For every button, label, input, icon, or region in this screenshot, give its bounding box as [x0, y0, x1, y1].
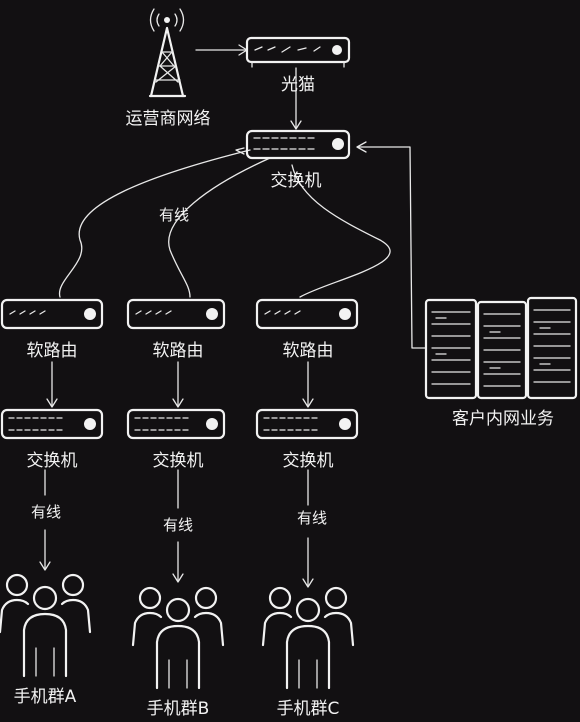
phones-a-label: 手机群A	[14, 687, 77, 707]
core-switch-label: 交换机	[271, 171, 322, 191]
cable-to-router-b	[168, 157, 271, 298]
router-a-icon	[0, 298, 104, 330]
switch-b-icon	[126, 408, 226, 440]
wired-c-label: 有线	[297, 509, 327, 527]
connectors	[39, 44, 427, 588]
carrier-label: 运营商网络	[126, 109, 211, 129]
router-b-label: 软路由	[153, 341, 204, 361]
server-rack-icon	[424, 296, 578, 400]
router-c-icon	[255, 298, 359, 330]
cable-to-router-c	[291, 164, 391, 298]
people-group-a-icon	[0, 573, 92, 678]
wired-b-label: 有线	[163, 516, 193, 534]
switch-c-label: 交换机	[283, 451, 334, 471]
cable-to-router-a	[58, 149, 251, 298]
intranet-label: 客户内网业务	[452, 409, 554, 429]
router-a-label: 软路由	[27, 341, 78, 361]
modem-icon	[245, 36, 351, 68]
people-group-b-icon	[131, 586, 225, 690]
router-c-label: 软路由	[283, 341, 334, 361]
switch-c-icon	[255, 408, 359, 440]
cell-tower-icon	[148, 8, 187, 98]
switch-a-label: 交换机	[27, 451, 78, 471]
phones-b-label: 手机群B	[147, 699, 210, 719]
modem-label: 光猫	[281, 75, 315, 95]
intranet-to-switch-arrow	[357, 146, 427, 349]
switch-b-label: 交换机	[153, 451, 204, 471]
phones-c-label: 手机群C	[277, 699, 340, 719]
wired-a-label: 有线	[31, 503, 61, 521]
router-b-icon	[126, 298, 226, 330]
people-group-c-icon	[261, 586, 355, 690]
core-wired-label: 有线	[159, 206, 189, 224]
switch-a-icon	[0, 408, 104, 440]
core-switch-icon	[245, 129, 351, 160]
